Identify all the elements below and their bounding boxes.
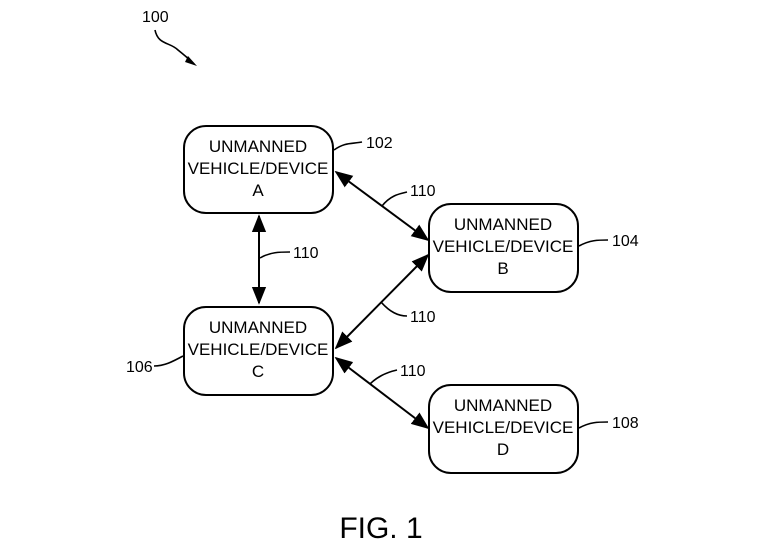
node-c-letter: C [252,362,264,381]
figure-ref-label: 100 [142,9,169,26]
node-a-letter: A [252,181,264,200]
node-b-line1: UNMANNED [454,215,552,234]
link-a-b-ref-label: 110 [410,183,436,200]
node-b-ref-label: 104 [612,233,639,250]
node-c-ref-label: 106 [126,359,153,376]
link-b-c-arrow [334,253,430,350]
node-d-ref-leader [578,421,609,429]
link-b-c-ref-leader [380,301,408,317]
node-c-ref-leader [153,355,184,367]
node-c-line1: UNMANNED [209,318,307,337]
node-b: UNMANNED VEHICLE/DEVICE B [428,203,579,293]
link-a-c-ref-label: 110 [293,245,319,262]
figure-ref-arrowhead [185,56,197,66]
link-a-b-ref-leader [381,191,408,207]
link-c-d-ref-label: 110 [400,363,426,380]
node-b-ref-leader [578,239,609,247]
node-b-line2: VEHICLE/DEVICE [433,237,574,256]
node-b-box [428,203,579,293]
node-c: UNMANNED VEHICLE/DEVICE C [183,306,334,396]
figure-caption: FIG. 1 [339,512,422,545]
node-d-letter: D [497,440,509,459]
link-c-d-ref-leader [369,369,398,385]
node-c-box [183,306,334,396]
node-a-line2: VEHICLE/DEVICE [188,159,329,178]
node-b-letter: B [497,259,508,278]
link-a-c-ref-leader [259,251,291,259]
node-a-box [183,125,334,214]
node-d: UNMANNED VEHICLE/DEVICE D [428,384,579,474]
node-c-line2: VEHICLE/DEVICE [188,340,329,359]
node-d-line1: UNMANNED [454,396,552,415]
node-d-line2: VEHICLE/DEVICE [433,418,574,437]
node-d-ref-label: 108 [612,415,639,432]
node-a-line1: UNMANNED [209,137,307,156]
node-a: UNMANNED VEHICLE/DEVICE A [183,125,334,214]
node-a-ref-label: 102 [366,135,393,152]
link-c-d-arrow [334,356,430,430]
link-b-c-ref-label: 110 [410,309,436,326]
node-a-ref-leader [333,141,363,151]
